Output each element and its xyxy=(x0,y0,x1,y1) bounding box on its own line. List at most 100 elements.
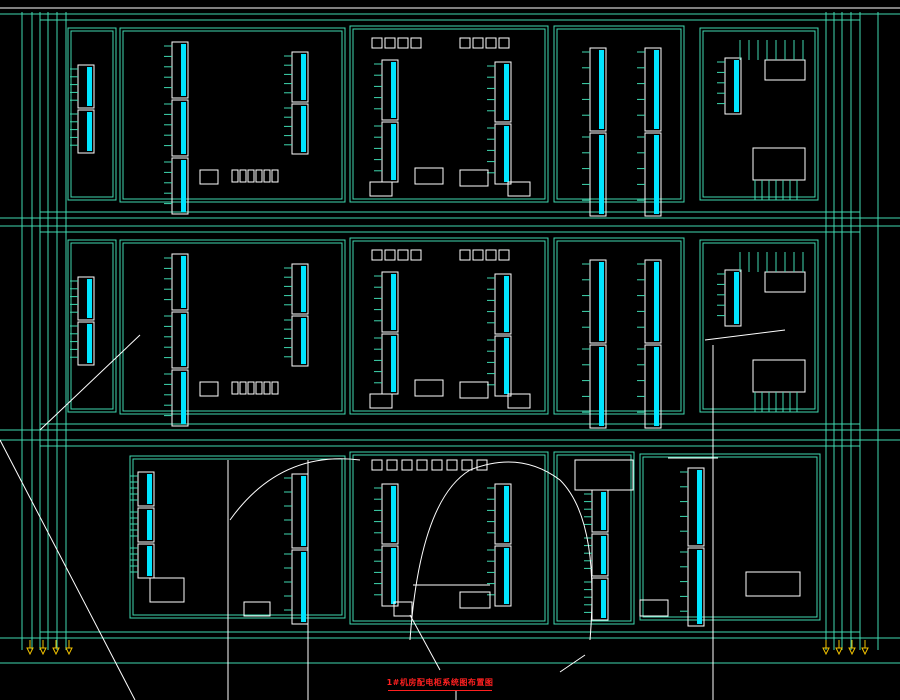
meter-box xyxy=(507,181,531,197)
top-breaker xyxy=(485,249,497,261)
panel-enclosure xyxy=(553,237,685,415)
meter-box xyxy=(459,381,489,399)
distribution-module xyxy=(171,157,189,215)
distribution-module xyxy=(644,132,662,217)
panel-inner xyxy=(702,242,816,410)
module-cyan xyxy=(734,272,739,324)
panel-enclosure xyxy=(349,237,549,415)
distribution-module xyxy=(724,269,742,327)
distribution-module xyxy=(137,543,155,579)
module-cyan xyxy=(181,372,186,424)
module-cyan xyxy=(87,279,92,318)
meter-box xyxy=(414,167,444,185)
distribution-module xyxy=(494,335,512,397)
top-breaker xyxy=(410,249,422,261)
module-cyan xyxy=(504,64,509,120)
terminal-arrow-icon xyxy=(52,647,60,656)
module-cyan xyxy=(601,492,606,530)
meter-box xyxy=(459,591,491,609)
drawing-title: 1#机房配电柜系统图布置图 xyxy=(386,678,494,687)
module-cyan xyxy=(601,580,606,618)
distribution-module xyxy=(291,315,309,367)
distribution-module xyxy=(494,61,512,123)
meter-box xyxy=(199,381,219,397)
module-cyan xyxy=(504,486,509,542)
top-breaker xyxy=(410,37,422,49)
meter-box xyxy=(231,381,239,395)
title-underline xyxy=(388,690,492,691)
distribution-module xyxy=(381,59,399,121)
panel-inner xyxy=(352,28,546,200)
module-cyan xyxy=(504,548,509,604)
top-breaker xyxy=(459,37,471,49)
right-module xyxy=(574,459,634,491)
meter-box xyxy=(199,169,219,185)
right-module xyxy=(764,59,806,81)
module-cyan xyxy=(87,324,92,363)
top-breaker xyxy=(384,37,396,49)
right-module xyxy=(745,571,801,597)
terminal-arrow-icon xyxy=(39,647,47,656)
distribution-module xyxy=(291,103,309,155)
distribution-module xyxy=(687,547,705,627)
distribution-module xyxy=(381,271,399,333)
module-cyan xyxy=(147,510,152,540)
module-cyan xyxy=(147,474,152,504)
distribution-module xyxy=(494,273,512,335)
meter-box xyxy=(263,381,271,395)
distribution-module xyxy=(381,483,399,545)
panel-enclosure xyxy=(639,453,821,621)
distribution-module xyxy=(171,253,189,311)
top-breaker xyxy=(461,459,473,471)
top-breaker xyxy=(472,37,484,49)
module-cyan xyxy=(697,550,702,624)
meter-box xyxy=(393,601,413,617)
module-cyan xyxy=(654,347,659,426)
module-cyan xyxy=(391,62,396,118)
meter-box xyxy=(247,169,255,183)
module-cyan xyxy=(391,548,396,604)
distribution-module xyxy=(77,64,95,109)
panel-inner xyxy=(556,454,632,622)
module-cyan xyxy=(147,546,152,576)
meter-box xyxy=(243,601,271,617)
meter-box xyxy=(255,169,263,183)
distribution-module xyxy=(644,344,662,429)
meter-box xyxy=(263,169,271,183)
module-cyan xyxy=(504,276,509,332)
meter-box xyxy=(459,169,489,187)
row-1 xyxy=(0,13,900,219)
panel-enclosure xyxy=(119,27,346,203)
top-breaker xyxy=(431,459,443,471)
distribution-module xyxy=(171,311,189,369)
module-cyan xyxy=(181,160,186,212)
panel-inner xyxy=(122,242,343,412)
meter-box xyxy=(414,379,444,397)
meter-box xyxy=(239,381,247,395)
module-cyan xyxy=(654,262,659,341)
meter-box xyxy=(247,381,255,395)
module-cyan xyxy=(391,274,396,330)
module-cyan xyxy=(87,67,92,106)
panel-enclosure xyxy=(699,239,819,413)
distribution-module xyxy=(494,483,512,545)
reference-line xyxy=(704,329,786,341)
top-breaker xyxy=(371,249,383,261)
distribution-module xyxy=(171,99,189,157)
distribution-module xyxy=(589,344,607,429)
panel-inner xyxy=(352,240,546,412)
panel-enclosure xyxy=(67,27,117,201)
distribution-module xyxy=(589,132,607,217)
panel-enclosure xyxy=(129,455,346,619)
panel-enclosure xyxy=(699,27,819,201)
terminal-arrow-icon xyxy=(835,647,843,656)
top-breaker xyxy=(371,37,383,49)
row-3 xyxy=(0,439,900,639)
right-module xyxy=(752,359,806,393)
module-cyan xyxy=(301,54,306,100)
module-cyan xyxy=(181,256,186,308)
panel-enclosure xyxy=(67,239,117,413)
module-cyan xyxy=(87,112,92,151)
module-cyan xyxy=(601,536,606,574)
